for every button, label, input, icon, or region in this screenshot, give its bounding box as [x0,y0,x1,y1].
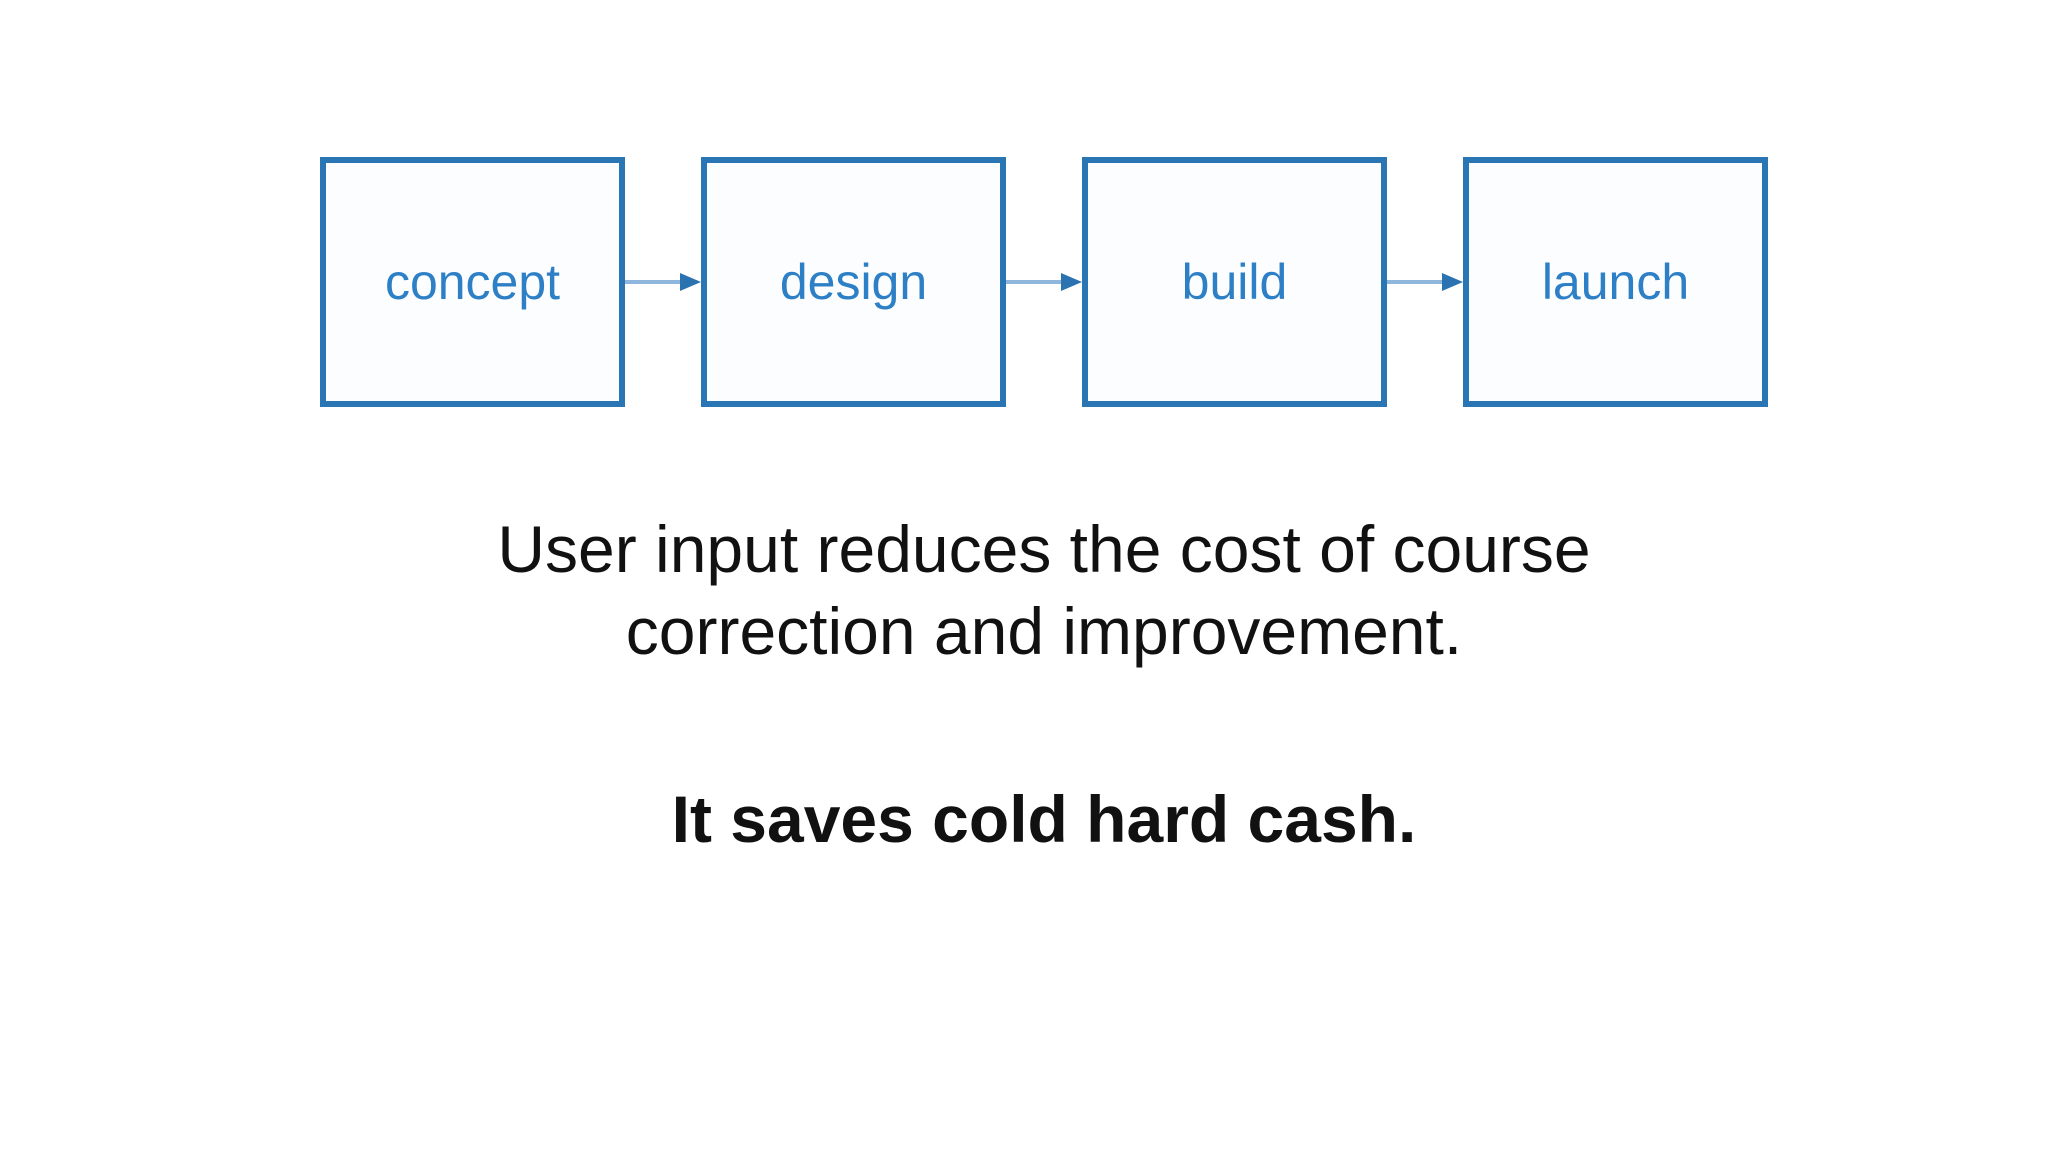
arrow-head [680,273,701,291]
arrow-line [1387,280,1442,284]
arrow-head [1442,273,1463,291]
flow-step-build: build [1082,157,1387,407]
flow-step-label: build [1181,254,1288,310]
flow-step-design: design [701,157,1006,407]
process-flow-diagram: concept design build launch [320,157,1768,407]
arrow-icon [1006,157,1082,407]
arrow-head [1061,273,1082,291]
emphasis-text: It saves cold hard cash. [20,778,2048,860]
flow-step-label: design [779,254,928,310]
flow-step-label: concept [384,254,561,310]
caption-line-1: User input reduces the cost of course [497,512,1591,586]
flow-step-launch: launch [1463,157,1768,407]
arrow-icon [1387,157,1463,407]
caption-text: User input reduces the cost of course co… [20,508,2048,672]
flow-step-concept: concept [320,157,625,407]
caption-line-2: correction and improvement. [625,594,1463,668]
flow-step-label: launch [1541,254,1690,310]
arrow-line [1006,280,1061,284]
arrow-icon [625,157,701,407]
arrow-line [625,280,680,284]
emphasis-line: It saves cold hard cash. [671,782,1417,856]
